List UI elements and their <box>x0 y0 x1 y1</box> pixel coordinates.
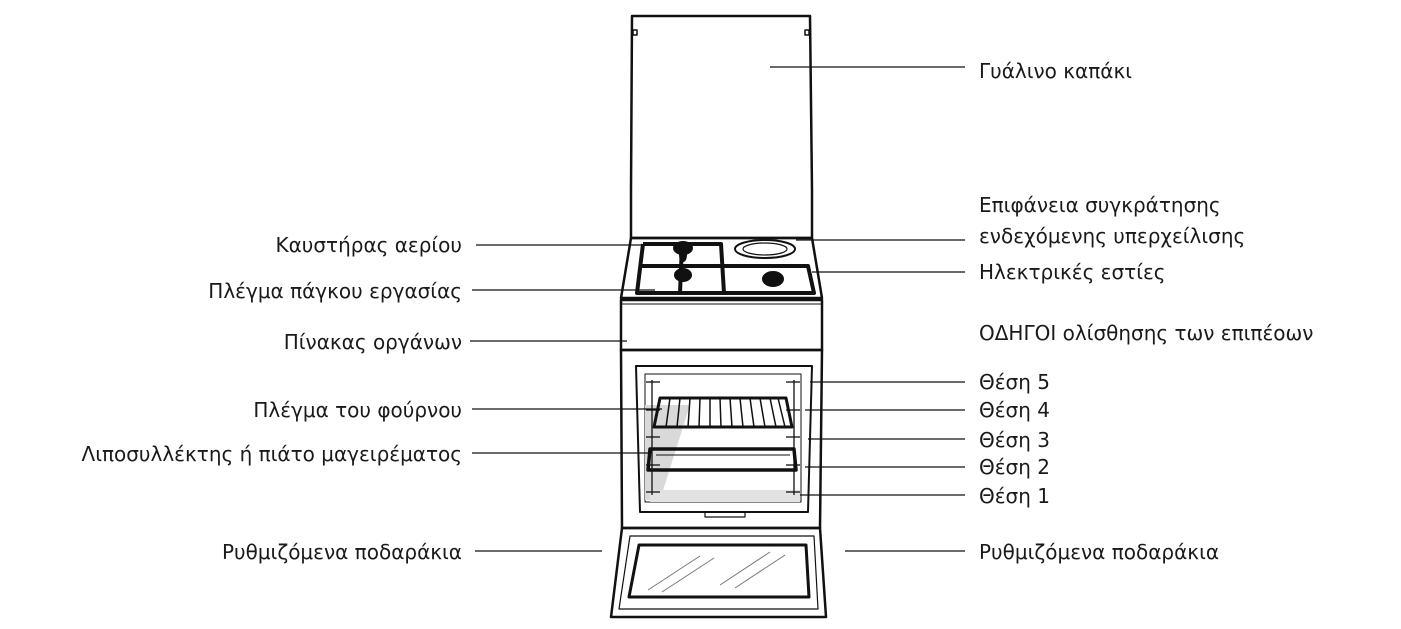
oven-cavity <box>635 365 813 513</box>
label-adjustable-feet-left: Ρυθμιζόμενα ποδαράκια <box>221 540 462 564</box>
glass-lid-shape <box>629 14 814 240</box>
label-position-1: Θέση 1 <box>979 484 1050 508</box>
label-oven-rack: Πλέγμα του φούρνου <box>253 398 462 422</box>
label-glass-lid: Γυάλινο καπάκι <box>979 59 1133 83</box>
control-panel-shape <box>619 298 824 352</box>
label-gas-burner: Καυστήρας αερίου <box>275 233 462 257</box>
label-shelf-guides: ΟΔΗΓΟΙ ολίσθησης των επιπέοων <box>979 321 1314 345</box>
hob-top <box>619 236 824 300</box>
hob-grid-shape <box>635 242 816 295</box>
gas-burner-caps <box>673 241 784 287</box>
label-position-3: Θέση 3 <box>979 428 1050 452</box>
door-glass <box>627 543 811 599</box>
label-position-5: Θέση 5 <box>979 370 1050 394</box>
label-hob-grid: Πλέγμα πάγκου εργασίας <box>208 279 462 303</box>
leader-lines <box>470 66 965 552</box>
label-control-panel: Πίνακας οργάνων <box>283 330 462 354</box>
label-spill-surface-line2: ενδεχόμενης υπερχείλισης <box>979 224 1246 248</box>
drip-tray-shape <box>646 447 798 472</box>
label-position-2: Θέση 2 <box>979 455 1050 479</box>
label-position-4: Θέση 4 <box>979 398 1050 422</box>
lid-hinge-right <box>804 29 810 36</box>
lid-hinge-left <box>632 29 638 36</box>
oven-door <box>609 526 828 619</box>
electric-hob-plate <box>734 239 796 259</box>
label-electric-hobs: Ηλεκτρικές εστίες <box>979 260 1166 284</box>
oven-rack-shape <box>652 396 794 429</box>
label-drip-tray: Λιποσυλλέκτης ή πιάτο μαγειρέματος <box>81 442 462 466</box>
label-adjustable-feet-right: Ρυθμιζόμενα ποδαράκια <box>979 540 1220 564</box>
label-spill-surface-line1: Επιφάνεια συγκράτησης <box>979 193 1221 217</box>
